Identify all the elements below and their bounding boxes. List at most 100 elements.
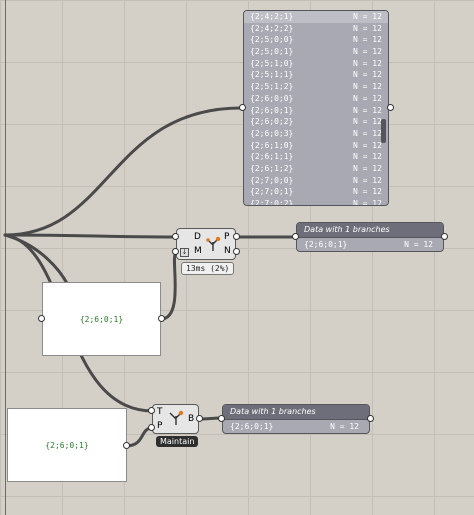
branch-row: {2;4;2;2} N = 12 <box>244 23 388 35</box>
branch-list-input-grip[interactable] <box>239 104 246 111</box>
result-top-output-grip[interactable] <box>441 233 448 240</box>
item-count: N = 12 <box>353 187 382 197</box>
panel-scrollbar[interactable] <box>380 11 388 205</box>
item-count: N = 12 <box>404 240 433 249</box>
result-panel-top[interactable]: Data with 1 branches {2;6;0;1} N = 12 <box>296 222 444 252</box>
panel-title: Data with 1 branches <box>223 405 369 420</box>
branch-row: {2;5;1;1} N = 12 <box>244 69 388 81</box>
wire-to-white-mid <box>3 233 70 287</box>
path-text: {2;6;0;1} <box>79 314 124 324</box>
item-count: N = 12 <box>353 35 382 45</box>
item-count: N = 12 <box>353 117 382 127</box>
result-bottom-output-grip[interactable] <box>367 415 374 422</box>
tree-icon <box>169 410 184 425</box>
item-count: N = 12 <box>353 140 382 150</box>
result-top-input-grip[interactable] <box>292 233 299 240</box>
cull-component[interactable]: D M P N ↓ <box>176 228 236 260</box>
tree-icon <box>206 236 221 251</box>
branch-path: {2;5;0;1} <box>250 47 294 57</box>
branch-row: {2;7;0;0} N = 12 <box>244 175 388 187</box>
path-panel-bottom[interactable]: {2;6;0;1} <box>7 408 127 482</box>
item-count: N = 12 <box>353 23 382 33</box>
item-count: N = 12 <box>353 128 382 138</box>
wire-bottom-panel-to-tree-p <box>124 426 154 448</box>
output-b-label: B <box>188 414 195 424</box>
input-t-label: T <box>157 407 163 417</box>
output-p-label: P <box>224 232 230 242</box>
scroll-thumb[interactable] <box>381 119 386 143</box>
branch-path: {2;6;0;0} <box>250 93 294 103</box>
tree-branch-component[interactable]: T P B <box>152 404 199 434</box>
item-count: N = 12 <box>353 47 382 57</box>
item-count: N = 12 <box>353 199 382 206</box>
branch-path: {2;6;1;0} <box>250 140 294 150</box>
output-n-label: N <box>224 246 231 256</box>
input-p-label: P <box>157 421 163 431</box>
tree-input-t-grip[interactable] <box>148 407 155 414</box>
branch-row: {2;5;1;2} N = 12 <box>244 81 388 93</box>
item-count: N = 12 <box>353 93 382 103</box>
item-count: N = 12 <box>353 175 382 185</box>
path-panel-mid[interactable]: {2;6;0;1} <box>42 282 161 356</box>
branch-path: {2;6;0;1} <box>250 105 294 115</box>
branch-path: {2;7;0;0} <box>250 175 294 185</box>
item-count: N = 12 <box>353 105 382 115</box>
path-text: {2;6;0;1} <box>45 440 89 450</box>
branch-row: {2;6;0;2}N = 12 <box>244 116 388 128</box>
branch-path: {2;6;1;2} <box>250 163 294 173</box>
branch-list-output-grip[interactable] <box>387 104 394 111</box>
item-count: N = 12 <box>330 422 359 431</box>
path-mid-output-grip[interactable] <box>158 315 165 322</box>
branch-path: {2;4;2;1} <box>250 12 294 21</box>
item-count: N = 12 <box>353 70 382 80</box>
branch-path: {2;7;0;1} <box>250 187 294 197</box>
branch-row: {2;6;0;3}N = 12 <box>244 128 388 140</box>
panel-title: Data with 1 branches <box>297 223 443 238</box>
branch-path: {2;7;0;2} <box>250 199 294 206</box>
maintain-label: Maintain <box>156 436 199 447</box>
branch-row: {2;6;1;2} N = 12 <box>244 163 388 175</box>
wire-to-cull-d <box>3 233 178 239</box>
branch-row: {2;5;0;0} N = 12 <box>244 34 388 46</box>
branch-row: {2;4;2;1} N = 12 <box>244 11 388 23</box>
branch-path: {2;6;0;1} <box>304 240 348 249</box>
item-count: N = 12 <box>353 82 382 92</box>
branch-row: {2;5;0;1} N = 12 <box>244 46 388 58</box>
wire-mid-panel-to-cull-m <box>159 251 178 321</box>
canvas-edge <box>5 0 6 515</box>
branch-path: {2;4;2;2} <box>250 23 294 33</box>
branch-path: {2;5;0;0} <box>250 35 294 45</box>
input-d-label: D <box>194 232 201 242</box>
branch-row: {2;6;0;1} N = 12 <box>244 105 388 117</box>
result-panel-bottom[interactable]: Data with 1 branches {2;6;0;1} N = 12 <box>222 404 370 434</box>
branch-path: {2;6;0;1} <box>230 422 274 431</box>
cull-output-n-grip[interactable] <box>233 248 240 255</box>
branch-row: {2;7;0;2} N = 12 <box>244 198 388 206</box>
timing-label: 13ms (2%) <box>181 262 235 275</box>
path-mid-input-grip[interactable] <box>38 315 45 322</box>
branch-row: {2;6;1;0} N = 12 <box>244 140 388 152</box>
item-count: N = 12 <box>353 58 382 68</box>
cull-output-p-grip[interactable] <box>233 233 240 240</box>
tree-output-b-grip[interactable] <box>196 415 203 422</box>
result-bottom-input-grip[interactable] <box>218 415 225 422</box>
branch-row: {2;5;1;0} N = 12 <box>244 58 388 70</box>
tree-input-p-grip[interactable] <box>148 424 155 431</box>
branch-path: {2;5;1;2} <box>250 82 294 92</box>
graft-icon: ↓ <box>180 248 189 257</box>
path-bottom-output-grip[interactable] <box>123 442 130 449</box>
wire-to-branch-list <box>3 106 243 237</box>
input-m-label: M <box>194 246 202 256</box>
item-count: N = 12 <box>353 152 382 162</box>
branch-path: {2;5;1;0} <box>250 58 294 68</box>
branch-path: {2;5;1;1} <box>250 70 294 80</box>
item-count: N = 12 <box>353 163 382 173</box>
branch-row: {2;6;0;0} N = 12 <box>244 93 388 105</box>
branch-list-panel[interactable]: {2;4;2;1} N = 12 {2;4;2;2} N = 12 {2;5;0;0} N… <box>243 10 389 206</box>
cull-input-m-grip[interactable] <box>172 248 179 255</box>
branch-path: {2;6;1;1} <box>250 152 294 162</box>
item-count: N = 12 <box>353 12 382 21</box>
branch-row: {2;7;0;1} N = 12 <box>244 186 388 198</box>
cull-input-d-grip[interactable] <box>172 233 179 240</box>
